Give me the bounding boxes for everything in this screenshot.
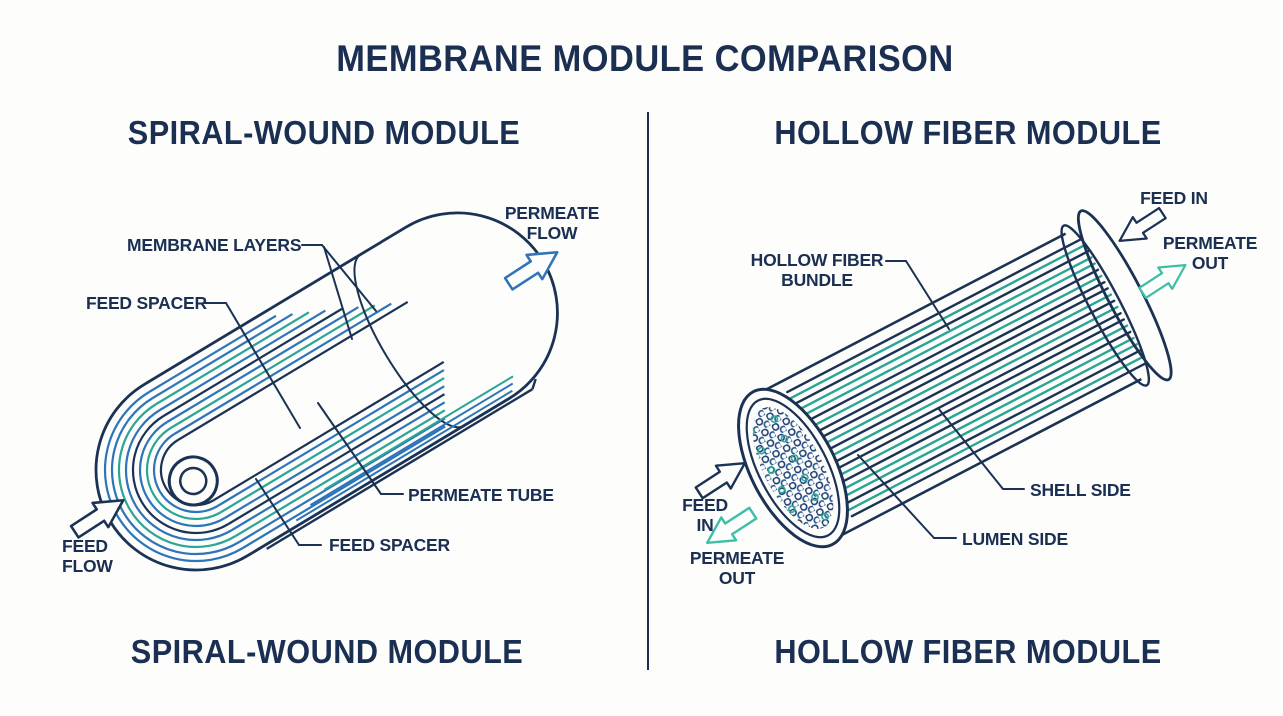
spiral-module-drawing: [94, 211, 559, 572]
label-feed-in-bottom: FEED IN: [682, 495, 728, 535]
right-panel-header: HOLLOW FIBER MODULE: [774, 114, 1162, 151]
left-panel-header: SPIRAL-WOUND MODULE: [127, 114, 521, 151]
permeate-tube-core: [167, 455, 219, 507]
spiral-membrane-wraps: [103, 301, 446, 563]
label-membrane-layers: MEMBRANE LAYERS: [127, 235, 302, 255]
panel-divider: [647, 112, 649, 670]
label-lumen-side: LUMEN SIDE: [962, 529, 1068, 549]
label-feed-flow: FEED FLOW: [62, 536, 113, 576]
label-permeate-tube: PERMEATE TUBE: [408, 485, 554, 505]
leader-lines: [203, 244, 1025, 546]
feed-in-top-arrow-icon: [1111, 201, 1171, 253]
fiber-lines: [786, 237, 1148, 518]
fiber-shell-top: [754, 232, 1067, 397]
label-feed-spacer-upper: FEED SPACER: [86, 293, 207, 313]
spiral-shell-outline: [94, 211, 559, 572]
membrane-sheet-edges: [266, 375, 537, 550]
hollow-fiber-module-drawing: [737, 209, 1173, 549]
label-hollow-fiber-bundle: HOLLOW FIBER BUNDLE: [750, 250, 884, 290]
label-shell-side: SHELL SIDE: [1030, 480, 1131, 500]
label-feed-in-top: FEED IN: [1140, 188, 1208, 208]
left-panel-caption: SPIRAL-WOUND MODULE: [130, 633, 524, 670]
fiber-shell-bottom: [830, 377, 1142, 542]
label-permeate-out-bottom: PERMEATE OUT: [689, 548, 785, 588]
fiber-face: [737, 387, 849, 549]
page-title: MEMBRANE MODULE COMPARISON: [336, 38, 954, 79]
label-permeate-out-top: PERMEATE OUT: [1162, 233, 1258, 273]
label-permeate-flow: PERMEATE FLOW: [504, 203, 600, 243]
right-panel-caption: HOLLOW FIBER MODULE: [774, 633, 1162, 670]
label-feed-spacer-lower: FEED SPACER: [329, 535, 450, 555]
